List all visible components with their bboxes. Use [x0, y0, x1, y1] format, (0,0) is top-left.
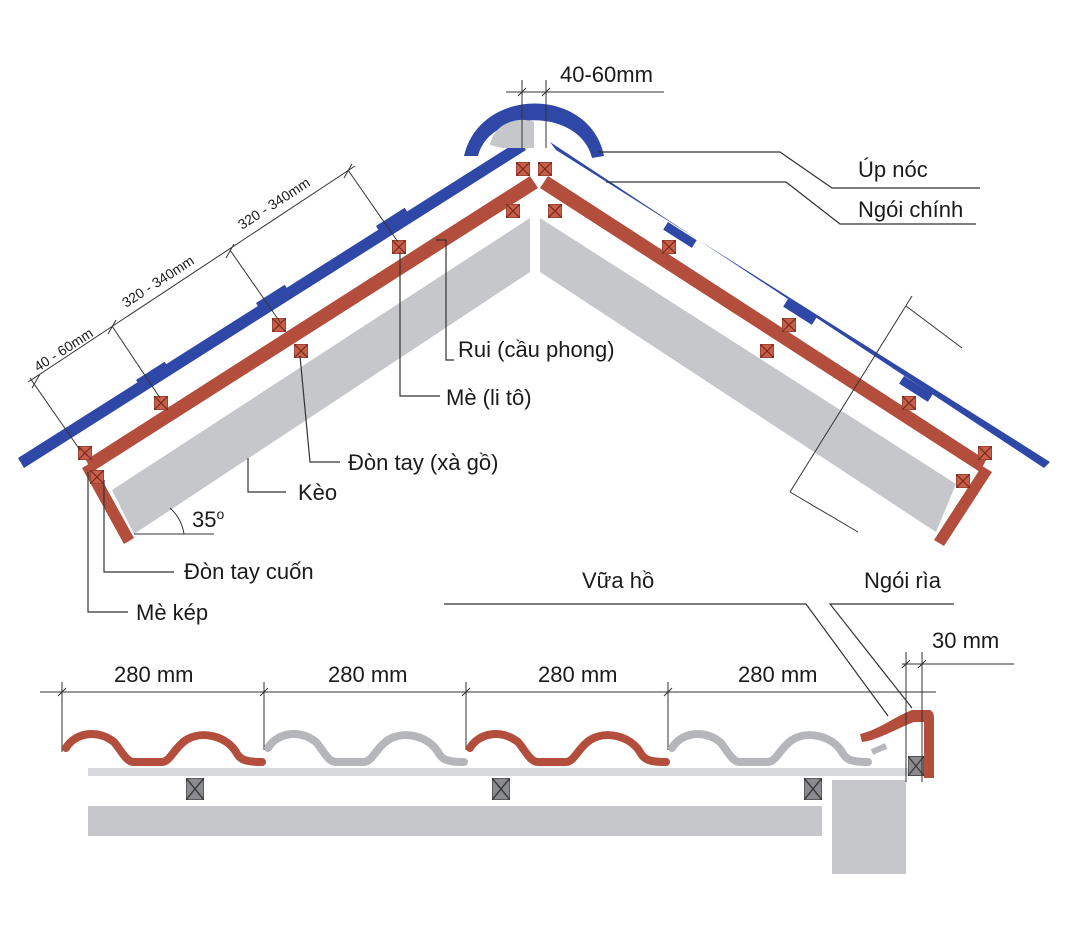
spacing-ticks: [57, 682, 673, 752]
angle-unit: o: [216, 506, 224, 522]
wave-tile-red: [470, 734, 666, 762]
label-ridge-tile: Úp nóc: [858, 157, 928, 182]
purlin-mark: [760, 344, 774, 358]
ridge-gap-text: 40-60mm: [560, 62, 653, 87]
batten-box: [804, 778, 822, 800]
spacing-text-4: 280 mm: [738, 662, 817, 687]
ridge-cap: [464, 103, 604, 158]
spacing-2-text: 320 - 340mm: [235, 174, 313, 232]
batten-mark: [78, 446, 92, 460]
end-post: [832, 780, 906, 874]
rafter-beam: [88, 806, 822, 836]
truss-right: [540, 218, 956, 532]
batten-mark: [154, 396, 168, 410]
batten-mark: [978, 446, 992, 460]
slope-dimensions: [27, 163, 399, 451]
purlin-mark: [90, 470, 104, 484]
ridge-mortar: [490, 119, 534, 148]
leader-mortar: [444, 603, 889, 717]
verge-gap-text: 30 mm: [932, 628, 999, 653]
label-double-batten: Mè kép: [136, 600, 208, 625]
batten-box: [186, 778, 204, 800]
leader-rafter: [436, 239, 454, 361]
purlin-mark: [956, 474, 970, 488]
tile-elevation: 280 mm 280 mm 280 mm 280 mm 30 mm: [40, 568, 1014, 874]
angle-text: 35o: [192, 506, 224, 532]
leader-truss: [247, 458, 286, 493]
spacing-1-text: 320 - 340mm: [119, 252, 197, 310]
label-mortar: Vữa hồ: [582, 568, 654, 593]
leader-eave-purlin: [103, 480, 174, 573]
wave-tile-gray: [672, 734, 868, 762]
leader-verge-tile: [828, 603, 954, 709]
label-batten: Mè (li tô): [446, 385, 532, 410]
tile-laps: [136, 207, 933, 402]
batten-mark: [902, 396, 916, 410]
angle-arc: [169, 507, 185, 535]
rafter-left: [86, 176, 538, 472]
wave-tile-red: [66, 734, 262, 762]
eave-purlin-right: [934, 466, 992, 546]
main-tile-right: [550, 142, 1050, 468]
label-verge-tile: Ngói rìa: [864, 568, 942, 593]
batten-mark: [516, 162, 530, 176]
wave-tile-gray: [268, 734, 464, 762]
verge-tile-hook: [870, 743, 888, 755]
purlin-mark: [548, 204, 562, 218]
label-eave-purlin: Đòn tay cuốn: [184, 559, 314, 584]
label-purlin: Đòn tay (xà gồ): [348, 450, 498, 475]
purlin-mark: [294, 344, 308, 358]
truss-left: [112, 218, 530, 534]
leader-batten: [399, 252, 440, 397]
batten-box: [492, 778, 510, 800]
spacing-text-3: 280 mm: [538, 662, 617, 687]
leader-double-batten: [87, 472, 128, 613]
ridge-gap-dimension: [506, 80, 664, 148]
rafter-right: [540, 176, 986, 472]
spacing-text-2: 280 mm: [328, 662, 407, 687]
batten-mark: [662, 240, 676, 254]
eave-gap-text: 40 - 60mm: [31, 325, 96, 375]
batten-mark: [392, 240, 406, 254]
tile-base: [88, 768, 908, 776]
batten-mark: [782, 318, 796, 332]
label-truss: Kèo: [298, 480, 337, 505]
leader-ridge-tile: [598, 151, 980, 189]
batten-mark: [538, 162, 552, 176]
label-rafter: Rui (cầu phong): [458, 337, 615, 362]
angle-value: 35: [192, 507, 216, 532]
right-cut-lines: [789, 295, 963, 533]
roof-section: 40 - 60mm 320 - 340mm 320 - 340mm 40-60m…: [18, 62, 1050, 625]
verge-tile: [860, 710, 934, 778]
spacing-text-1: 280 mm: [114, 662, 193, 687]
label-main-tile: Ngói chính: [858, 197, 963, 222]
leader-purlin: [299, 355, 340, 463]
leader-main-tile: [606, 181, 976, 225]
purlin-mark: [506, 204, 520, 218]
verge-gap-dimension: [901, 652, 1014, 782]
